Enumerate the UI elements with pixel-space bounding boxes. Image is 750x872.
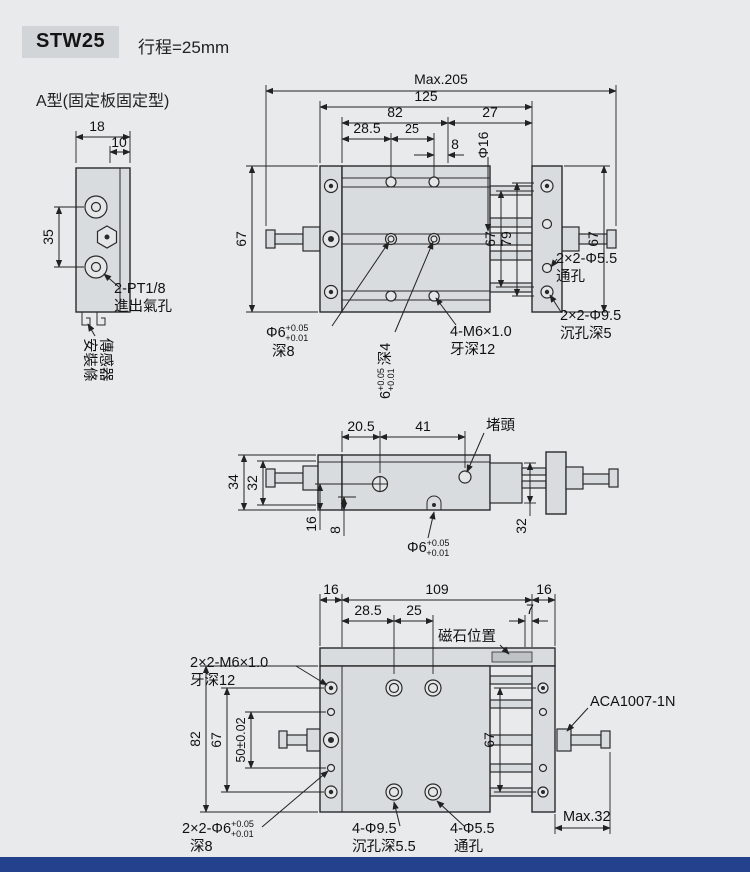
dowel-depth-label: 深8 (272, 343, 295, 360)
dim-82: 82 (187, 731, 203, 747)
footer-accent-bar (0, 857, 750, 872)
dim-25: 25 (405, 122, 419, 136)
sensor-strip-label-2: 安裝條 (81, 338, 98, 382)
dim-8: 8 (327, 526, 343, 534)
front-view-geometry (265, 451, 619, 515)
dim-41: 41 (415, 418, 431, 434)
front-view-dimensions: 20.5 41 堵頭 34 32 16 8 Φ6+0.05+0.01 32 (225, 417, 536, 558)
thread-depth-label: 牙深12 (450, 341, 495, 358)
bottom-view: 16 109 16 28.5 25 7 磁石位置 2×2-M6×1.0 牙深12… (182, 581, 675, 855)
top-view: Max.205 125 82 27 28.5 25 8 Φ16 67 67 79… (233, 71, 621, 399)
bottom-hole-label: Φ6+0.05+0.01 (407, 538, 449, 558)
dowel-depth-label: 深8 (190, 838, 213, 855)
counterbore-label: 4-Φ9.5 (352, 821, 397, 837)
stroke-label: 行程=25mm (138, 38, 230, 57)
dim-32-left: 32 (244, 475, 260, 491)
end-view-dimensions: 18 10 35 2-PT1/8 進出氣孔 傳感器 安裝條 (40, 118, 172, 382)
dim-79: 79 (498, 231, 514, 247)
dim-67-inner: 67 (482, 231, 498, 247)
dim-28-5: 28.5 (353, 120, 380, 136)
through-hole-sublabel: 通孔 (556, 268, 585, 285)
model-name: STW25 (36, 30, 106, 52)
dim-109: 109 (425, 581, 449, 597)
dim-67-right: 67 (481, 732, 497, 748)
sensor-model-label: ACA1007-1N (590, 694, 675, 710)
dim-27: 27 (482, 104, 498, 120)
dim-rod-diameter: Φ16 (475, 131, 491, 158)
dim-67-left: 67 (233, 231, 249, 247)
dim-50-tol: 50±0.02 (234, 717, 248, 762)
dim-overall-length: Max.205 (414, 71, 468, 87)
dowel-hole-label: Φ6+0.05+0.01 (266, 323, 308, 343)
dim-28-5: 28.5 (354, 602, 381, 618)
end-view: 18 10 35 2-PT1/8 進出氣孔 傳感器 安裝條 (40, 118, 172, 382)
dim-16: 16 (303, 516, 319, 532)
model-badge: STW25 (22, 26, 120, 58)
type-label: A型(固定板固定型) (36, 93, 170, 110)
dim-20-5: 20.5 (347, 418, 374, 434)
end-view-geometry (75, 167, 131, 326)
thread-hole-label: 2×2-M6×1.0 (190, 655, 268, 671)
dim-body-length: 125 (414, 88, 438, 104)
dim-82: 82 (387, 104, 403, 120)
magnet-position-label: 磁石位置 (438, 628, 496, 645)
dowel-hole-label: 2×2-Φ6+0.05+0.01 (182, 819, 254, 839)
top-view-dimensions: Max.205 125 82 27 28.5 25 8 Φ16 67 67 79… (233, 71, 621, 399)
dim-16-right: 16 (536, 581, 552, 597)
dim-7: 7 (526, 601, 534, 617)
counterbore-sublabel: 沉孔深5.5 (352, 838, 416, 855)
slot-label: 6+0.05+0.01深4 (376, 343, 396, 399)
dim-32-right: 32 (513, 518, 529, 534)
dim-67-left: 67 (208, 732, 224, 748)
dim-8: 8 (451, 136, 459, 152)
bottom-view-geometry (278, 647, 611, 813)
air-port-sublabel: 進出氣孔 (114, 298, 172, 315)
thread-hole-label: 4-M6×1.0 (450, 324, 512, 340)
top-view-geometry (265, 165, 617, 313)
through-hole-label: 2×2-Φ5.5 (556, 251, 617, 267)
magnet-region (491, 651, 533, 663)
sensor-strip-label-1: 傳感器 (97, 338, 114, 382)
dim-67-right: 67 (585, 231, 601, 247)
plug-label: 堵頭 (486, 417, 515, 434)
dim-body-width: 18 (89, 118, 105, 134)
bottom-view-dimensions: 16 109 16 28.5 25 7 磁石位置 2×2-M6×1.0 牙深12… (182, 581, 675, 855)
dim-16-left: 16 (323, 581, 339, 597)
through-hole-sublabel: 通孔 (454, 838, 483, 855)
dim-max-32: Max.32 (563, 809, 611, 825)
dim-port-offset: 10 (111, 134, 127, 150)
dim-34: 34 (225, 474, 241, 490)
svg-text:6+0.05+0.01深4: 6+0.05+0.01深4 (376, 343, 396, 399)
front-view: 20.5 41 堵頭 34 32 16 8 Φ6+0.05+0.01 32 (225, 417, 619, 558)
dim-port-pitch: 35 (40, 229, 56, 245)
air-port-label: 2-PT1/8 (114, 281, 166, 297)
counterbore-sublabel: 沉孔深5 (560, 325, 612, 342)
dim-25: 25 (406, 602, 422, 618)
thread-depth-label: 牙深12 (190, 672, 235, 689)
through-hole-label: 4-Φ5.5 (450, 821, 495, 837)
counterbore-label: 2×2-Φ9.5 (560, 308, 621, 324)
